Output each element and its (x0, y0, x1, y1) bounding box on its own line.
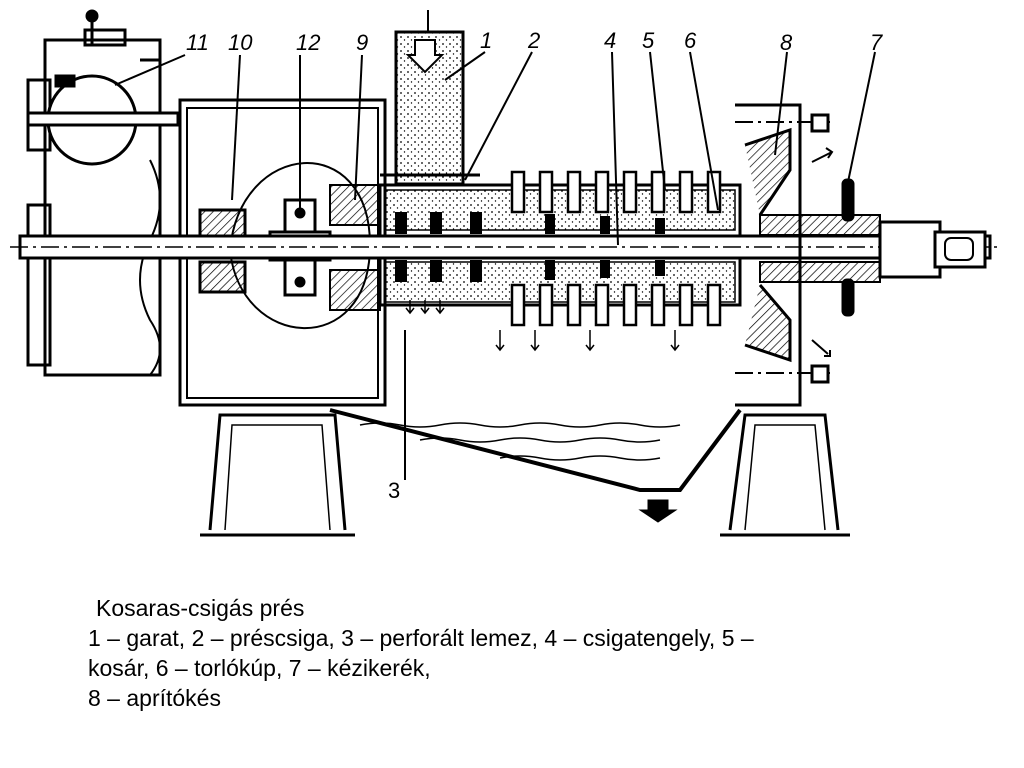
label-8: 8 (780, 30, 793, 55)
label-7: 7 (870, 30, 883, 55)
label-5: 5 (642, 28, 655, 53)
label-4: 4 (604, 28, 616, 53)
label-10: 10 (228, 30, 253, 55)
label-2: 2 (527, 28, 540, 53)
part-labels: 11 10 12 9 1 2 4 5 6 8 7 3 (186, 28, 883, 503)
machine-base (200, 413, 850, 537)
caption-legend-line-1: 1 – garat, 2 – préscsiga, 3 – perforált … (88, 625, 754, 651)
label-11: 11 (186, 30, 209, 55)
caption-title: Kosaras-csigás prés (96, 595, 305, 621)
screw-flights (395, 212, 665, 282)
discharge-end (735, 103, 987, 407)
leader-lines (114, 51, 876, 480)
drain-arrows (405, 300, 680, 352)
screw-barrel (10, 183, 1000, 307)
label-1: 1 (480, 28, 492, 53)
caption-legend-line-3: 8 – aprítókés (88, 685, 221, 711)
label-3: 3 (388, 478, 400, 503)
screw-press-diagram: 11 10 12 9 1 2 4 5 6 8 7 3 (10, 9, 1000, 537)
caption-legend-line-2: kosár, 6 – torlókúp, 7 – kézikerék, (88, 655, 431, 681)
gearbox (26, 9, 162, 377)
basket-bars (510, 170, 722, 327)
handwheel-circle (26, 74, 180, 166)
hopper (380, 10, 480, 186)
label-9: 9 (356, 30, 368, 55)
drain-tray (329, 408, 742, 523)
figure-caption: Kosaras-csigás prés 1 – garat, 2 – présc… (88, 593, 988, 713)
label-6: 6 (684, 28, 697, 53)
label-12: 12 (296, 30, 320, 55)
